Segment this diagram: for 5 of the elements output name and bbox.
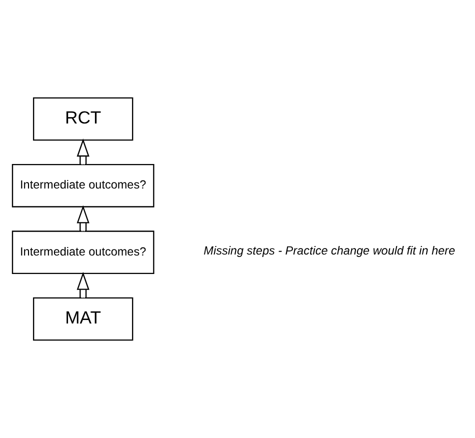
node-box: Intermediate outcomes? xyxy=(12,230,154,274)
node-box: Intermediate outcomes? xyxy=(12,164,154,208)
node-box: MAT xyxy=(33,297,134,341)
node-box: RCT xyxy=(33,97,134,141)
label: Missing steps - Practice change would fit in here xyxy=(204,244,456,258)
